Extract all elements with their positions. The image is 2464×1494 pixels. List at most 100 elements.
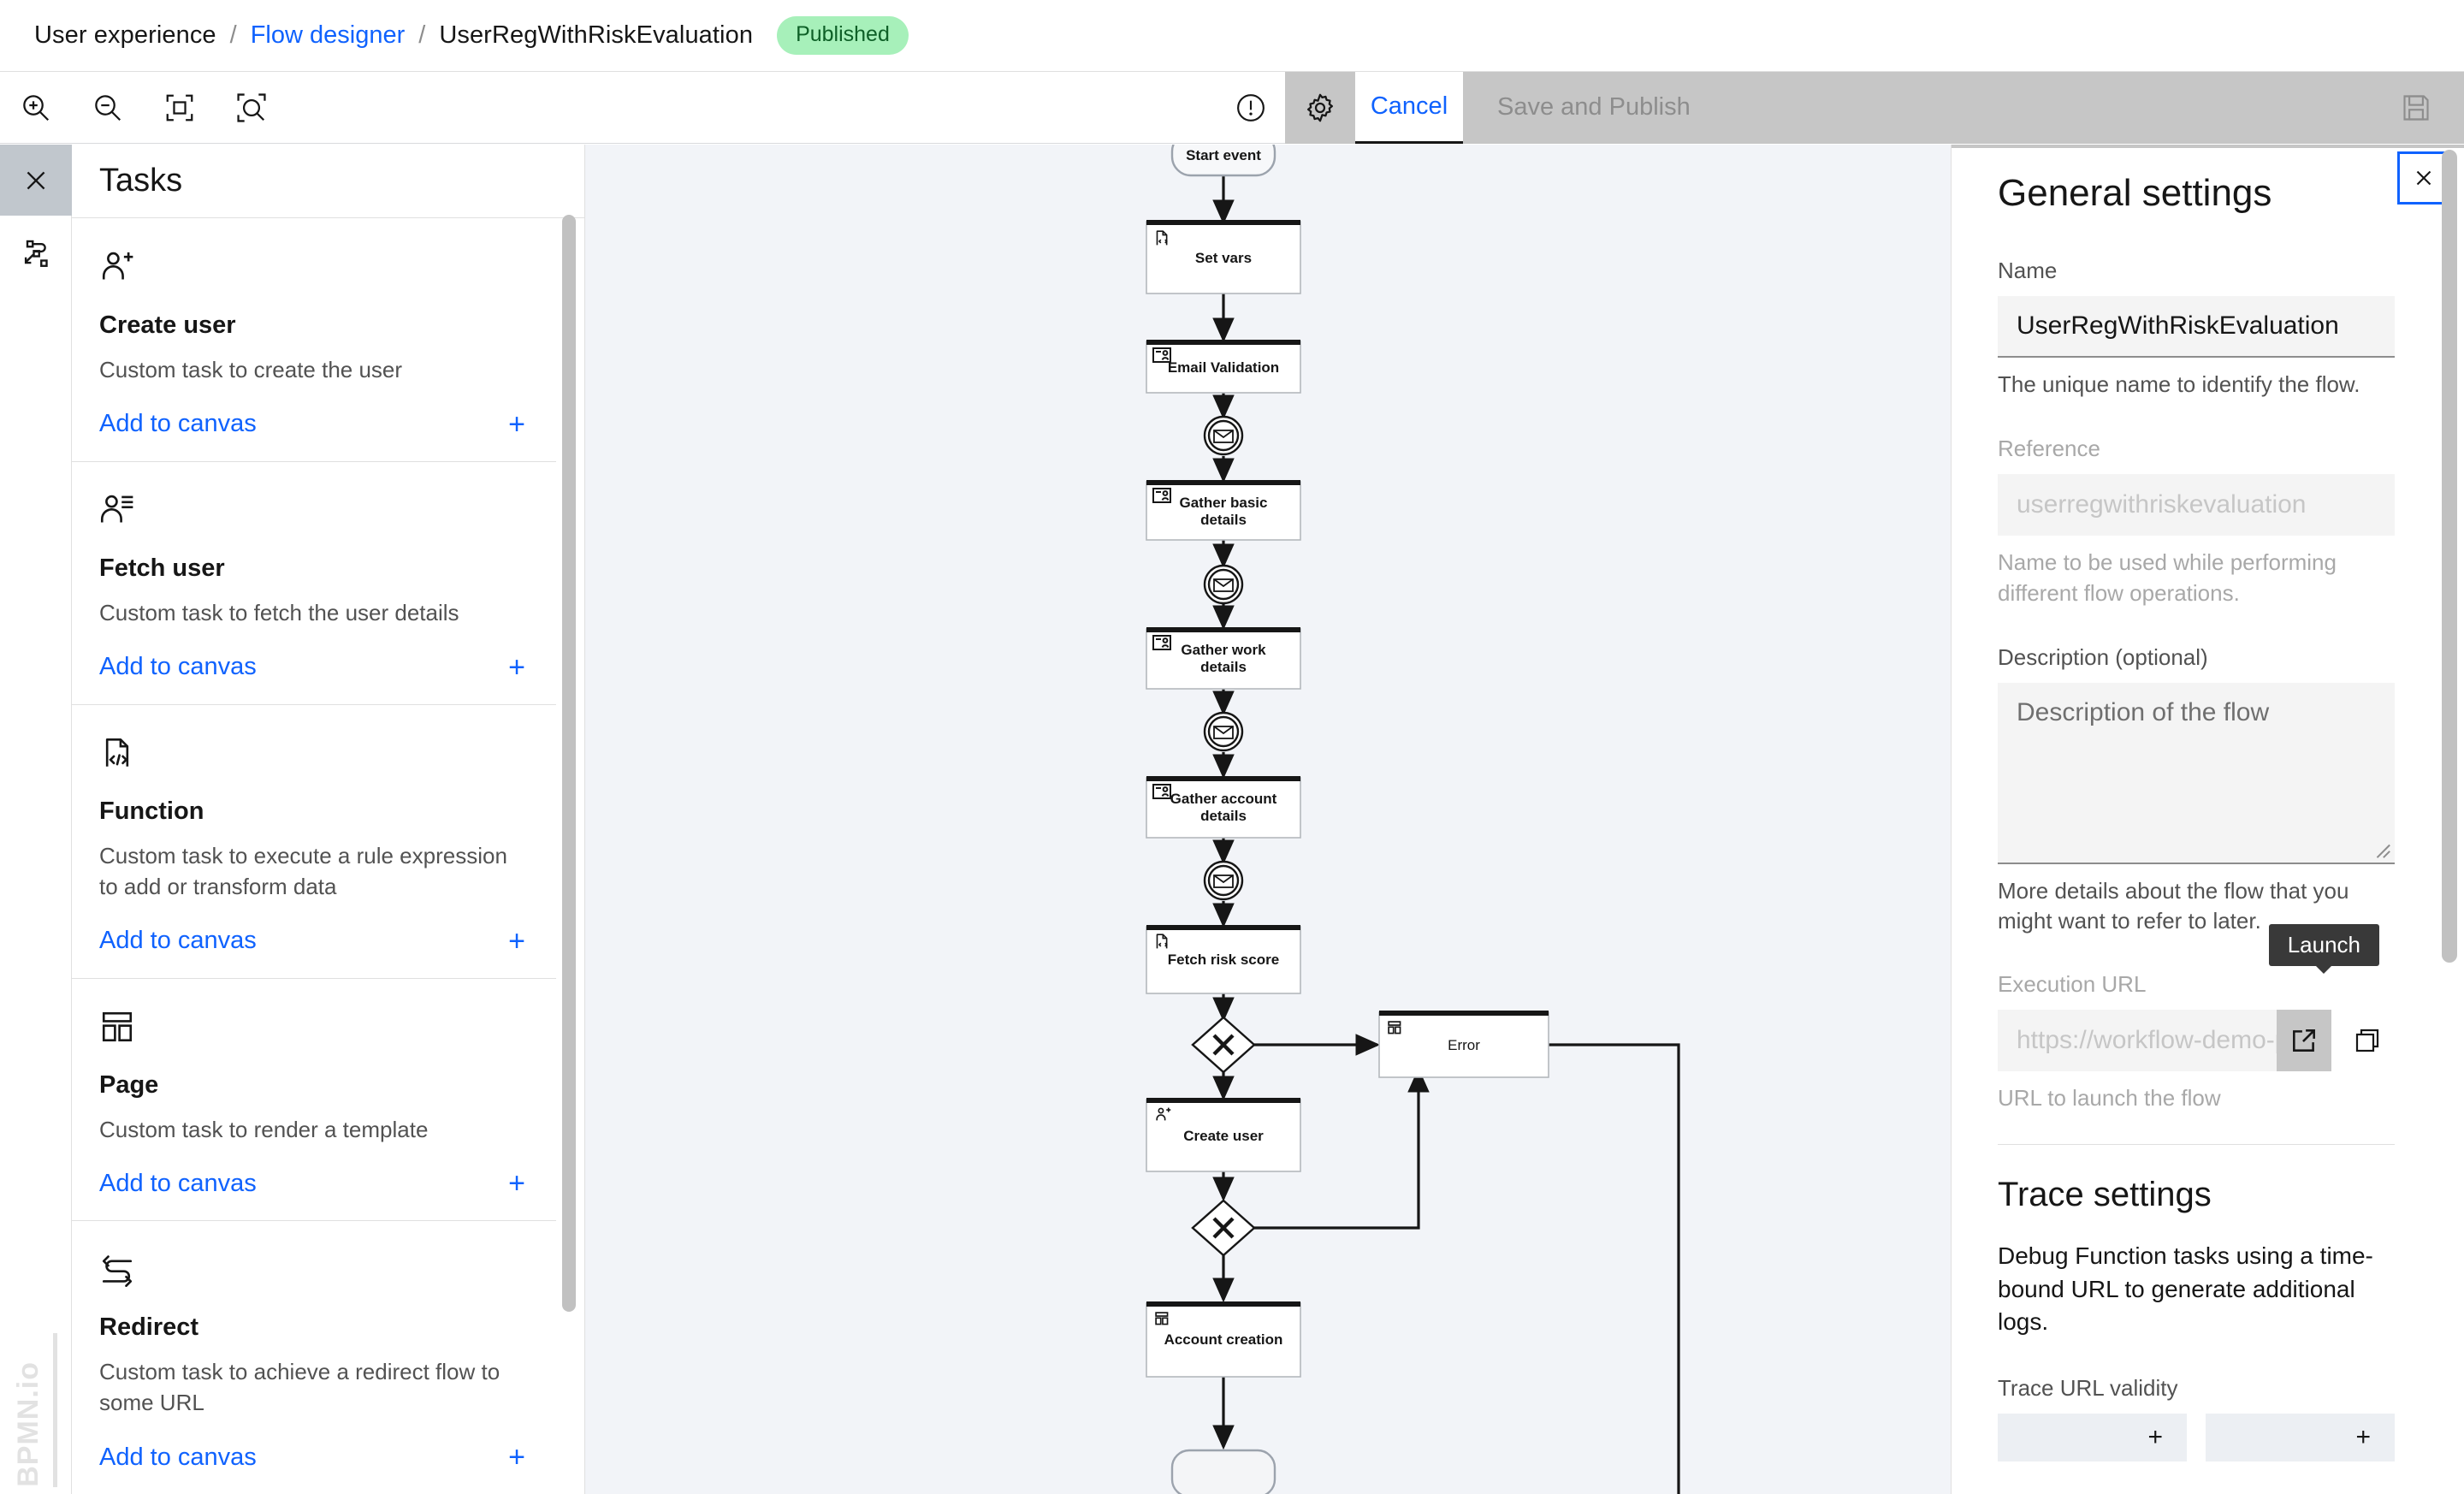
tasks-panel-scrollbar[interactable] [562, 215, 576, 1312]
trace-url-validity-steppers: + + [1998, 1414, 2395, 1462]
bpmn-node-exclusive-gateway-1[interactable] [1191, 1016, 1256, 1074]
task-description: Custom task to create the user [99, 357, 403, 382]
name-label: Name [1998, 258, 2058, 283]
gear-icon[interactable] [1285, 71, 1355, 144]
bpmn-node-gather-account-details[interactable]: Gather account details [1146, 776, 1301, 839]
warning-icon[interactable] [1217, 72, 1285, 144]
node-label: Gather account [1170, 791, 1277, 807]
task-title: Create user [99, 311, 236, 339]
add-to-canvas-button[interactable]: Add to canvas + [99, 1169, 529, 1220]
breadcrumb-separator-1: / [229, 21, 237, 49]
close-panel-icon[interactable] [0, 145, 72, 216]
settings-panel-scrollbar[interactable] [2442, 150, 2457, 963]
task-description: Custom task to render a template [99, 1116, 429, 1142]
node-label: Fetch risk score [1168, 952, 1279, 968]
close-settings-button[interactable] [2397, 151, 2450, 205]
task-card-page[interactable]: Page Custom task to render a template Ad… [72, 979, 556, 1222]
add-to-canvas-button[interactable]: Add to canvas + [99, 653, 529, 704]
bpmn-node-message-event-1[interactable] [1203, 415, 1244, 456]
bpmn-node-end-event[interactable] [1170, 1449, 1276, 1494]
node-label-line2: details [1200, 808, 1247, 824]
bpmn-node-gather-work-details[interactable]: Gather work details [1146, 627, 1301, 690]
fit-viewport-icon[interactable] [144, 72, 216, 144]
task-card-function[interactable]: Function Custom task to execute a rule e… [72, 705, 556, 979]
task-card-redirect[interactable]: Redirect Custom task to achieve a redire… [72, 1221, 556, 1494]
general-settings-content: General settings Name UserRegWithRiskEva… [1952, 145, 2441, 1494]
settings-divider [1998, 1144, 2395, 1146]
bpmn-node-message-event-4[interactable] [1203, 860, 1244, 901]
launch-external-icon[interactable] [2277, 1009, 2331, 1071]
add-to-canvas-label: Add to canvas [99, 1169, 257, 1197]
breadcrumb-root[interactable]: User experience [34, 21, 216, 49]
task-card-fetch-user[interactable]: Fetch user Custom task to fetch the user… [72, 462, 556, 705]
task-title: Page [99, 1070, 159, 1099]
watermark-bar [53, 1333, 57, 1487]
node-label-line2: details [1200, 659, 1247, 675]
breadcrumb-flow-designer[interactable]: Flow designer [250, 21, 406, 49]
breadcrumb-separator-2: / [418, 21, 426, 49]
left-icon-rail: BPMN.io [0, 145, 72, 1494]
zoom-out-icon[interactable] [72, 72, 144, 144]
edge-error-loopback [1549, 1043, 1680, 1494]
bpmn-node-error[interactable]: Error [1378, 1011, 1549, 1078]
status-badge: Published [777, 16, 909, 55]
bpmn-watermark: BPMN.io [12, 1361, 44, 1487]
tasks-panel-title: Tasks [72, 145, 584, 218]
plus-icon: + [508, 1441, 525, 1474]
trace-settings-description: Debug Function tasks using a time-bound … [1998, 1242, 2373, 1336]
description-placeholder: Description of the flow [2017, 698, 2270, 727]
add-to-canvas-button[interactable]: Add to canvas + [99, 927, 529, 978]
node-label: Error [1448, 1037, 1480, 1053]
edge-gw2-error [1254, 1067, 1430, 1230]
document-code-icon [99, 731, 529, 775]
node-label: Set vars [1195, 250, 1252, 266]
resize-grip-icon[interactable] [2372, 840, 2391, 859]
bpmn-node-start-event[interactable]: Start event [1170, 145, 1276, 177]
name-field[interactable]: UserRegWithRiskEvaluation [1998, 296, 2395, 358]
bpmn-canvas[interactable]: Start event Set vars Email Validation [585, 145, 1951, 1494]
bpmn-node-gather-basic-details[interactable]: Gather basic details [1146, 480, 1301, 541]
redirect-icon [99, 1247, 529, 1291]
copy-icon[interactable] [2340, 1009, 2395, 1071]
reference-field: userregwithriskevaluation [1998, 474, 2395, 537]
plus-icon: + [508, 1167, 525, 1201]
user-list-icon [99, 488, 529, 532]
bpmn-diagram: Start event Set vars Email Validation [1146, 145, 1680, 1494]
bpmn-node-account-creation[interactable]: Account creation [1146, 1301, 1301, 1378]
add-to-canvas-button[interactable]: Add to canvas + [99, 1443, 529, 1494]
reset-zoom-icon[interactable] [216, 72, 287, 144]
description-textarea[interactable]: Description of the flow [1998, 683, 2395, 865]
bpmn-node-create-user[interactable]: Create user [1146, 1098, 1301, 1172]
bpmn-node-message-event-2[interactable] [1203, 564, 1244, 605]
bpmn-node-email-validation[interactable]: Email Validation [1146, 340, 1301, 394]
launch-tooltip: Launch [2268, 923, 2379, 974]
flow-diagram-icon[interactable] [0, 216, 72, 293]
plus-icon: + [2355, 1423, 2371, 1452]
general-settings-panel: General settings Name UserRegWithRiskEva… [1951, 145, 2464, 1494]
add-to-canvas-label: Add to canvas [99, 927, 257, 954]
save-disk-icon[interactable] [2390, 72, 2442, 144]
add-to-canvas-label: Add to canvas [99, 1443, 257, 1471]
bpmn-node-exclusive-gateway-2[interactable] [1191, 1199, 1256, 1257]
task-card-create-user[interactable]: Create user Custom task to create the us… [72, 219, 556, 462]
canvas-toolbar: Cancel Save and Publish [0, 71, 2464, 144]
bpmn-node-message-event-3[interactable] [1203, 711, 1244, 752]
trace-validity-stepper-1[interactable]: + [1998, 1414, 2187, 1462]
node-label-line2: details [1200, 512, 1247, 528]
zoom-in-icon[interactable] [0, 72, 72, 144]
execution-url-label: Execution URL [1998, 970, 2147, 997]
add-to-canvas-button[interactable]: Add to canvas + [99, 410, 529, 461]
save-and-publish-button[interactable]: Save and Publish [1463, 71, 2464, 144]
description-label: Description (optional) [1998, 644, 2208, 671]
node-label: Email Validation [1168, 359, 1279, 376]
breadcrumb-current: UserRegWithRiskEvaluation [439, 21, 754, 49]
task-description: Custom task to execute a rule expression… [99, 842, 507, 899]
reference-label: Reference [1998, 436, 2100, 462]
bpmn-node-fetch-risk-score[interactable]: Fetch risk score [1146, 925, 1301, 994]
bpmn-node-set-vars[interactable]: Set vars [1146, 220, 1301, 294]
execution-url-row: https://workflow-demo-pr ... [1998, 1009, 2395, 1071]
trace-validity-stepper-2[interactable]: + [2206, 1414, 2395, 1462]
cancel-button[interactable]: Cancel [1355, 71, 1463, 144]
breadcrumb-bar: User experience / Flow designer / UserRe… [0, 0, 2464, 72]
plus-icon: + [2147, 1423, 2163, 1452]
